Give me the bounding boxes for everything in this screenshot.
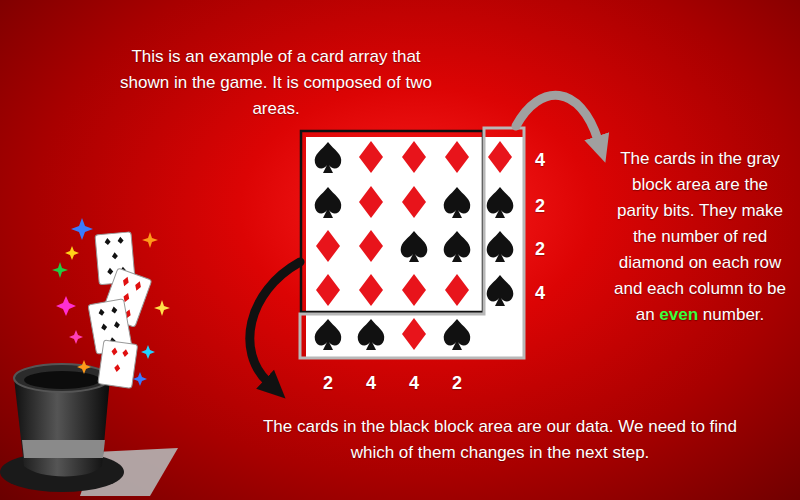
diamond-card xyxy=(445,141,469,173)
diamond-card xyxy=(359,230,383,262)
diamond-card xyxy=(445,274,469,306)
count-number: 2 xyxy=(525,195,555,217)
note-text: The cards in the gray block area are the… xyxy=(614,149,786,324)
diamond-card xyxy=(316,274,340,306)
count-number: 2 xyxy=(442,372,472,394)
note-text: number. xyxy=(703,305,764,324)
diamond-card xyxy=(402,318,426,350)
diamond-card xyxy=(488,141,512,173)
diamond-card xyxy=(402,186,426,218)
diamond-card xyxy=(359,186,383,218)
diamond-card xyxy=(359,274,383,306)
flying-cards xyxy=(88,232,152,388)
spade-card xyxy=(358,319,385,350)
spade-card xyxy=(444,231,471,262)
highlight-word: even xyxy=(659,305,698,324)
count-number: 4 xyxy=(399,372,429,394)
spade-card xyxy=(444,187,471,218)
diamond-card xyxy=(316,230,340,262)
spade-card xyxy=(401,231,428,262)
spade-card xyxy=(487,187,514,218)
diamond-card xyxy=(402,274,426,306)
spade-card xyxy=(315,187,342,218)
diamond-card xyxy=(359,141,383,173)
count-number: 2 xyxy=(525,238,555,260)
count-number: 4 xyxy=(356,372,386,394)
note-text: This is an example of a card array that … xyxy=(108,44,444,122)
data-pointer-arrow xyxy=(250,262,300,382)
sparkle-stars xyxy=(52,218,170,386)
card-grid-ground xyxy=(306,137,523,357)
count-number: 2 xyxy=(313,372,343,394)
spade-card xyxy=(315,319,342,350)
note-text: The cards in the black block area are ou… xyxy=(250,414,750,466)
diamond-card xyxy=(402,141,426,173)
spade-card xyxy=(487,231,514,262)
parity-note: The cards in the gray block area are the… xyxy=(612,146,788,328)
parity-block-outline xyxy=(300,128,524,358)
count-number: 4 xyxy=(525,149,555,171)
spade-card xyxy=(315,142,342,173)
parity-pointer-arrow xyxy=(516,95,598,140)
spade-card xyxy=(487,275,514,306)
spade-card xyxy=(444,319,471,350)
magic-hat xyxy=(0,364,178,496)
data-block-outline xyxy=(301,131,483,312)
count-number: 4 xyxy=(525,282,555,304)
